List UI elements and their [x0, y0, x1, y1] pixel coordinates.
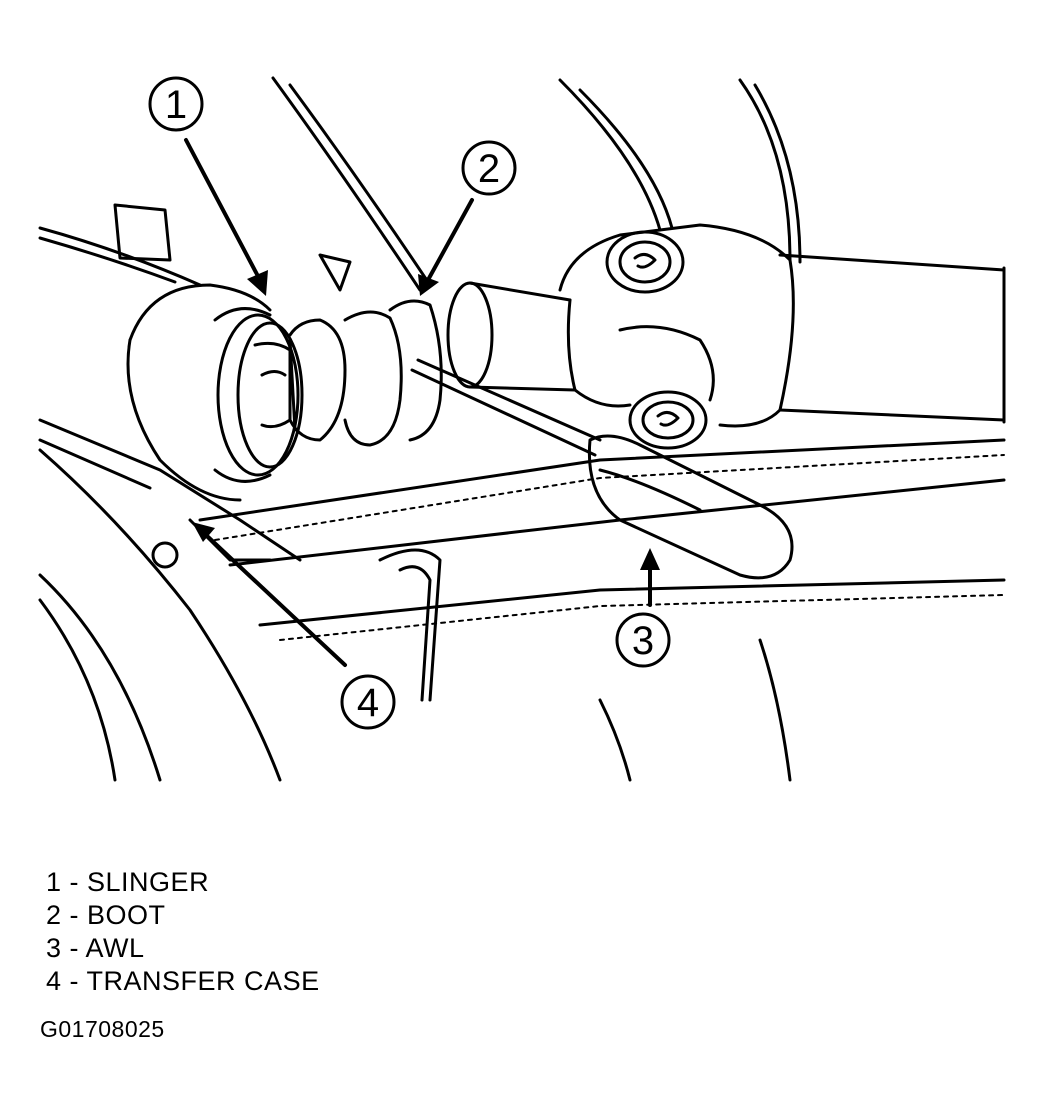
legend-number: 1 — [46, 867, 62, 897]
callout-4-number: 4 — [357, 681, 379, 725]
u-joint — [558, 223, 795, 450]
body-panel-lines — [38, 76, 802, 782]
legend-part: BOOT — [87, 900, 166, 930]
callout-2: 2 — [461, 140, 517, 196]
driveshaft — [446, 253, 1006, 424]
callout-4: 4 — [340, 674, 396, 730]
transfer-case-housing — [113, 203, 352, 569]
legend-part: SLINGER — [87, 867, 210, 897]
leader-arrows — [184, 138, 660, 667]
legend-item: 4 - TRANSFER CASE — [46, 966, 320, 996]
callout-3: 3 — [615, 612, 671, 668]
legend-item: 3 - AWL — [46, 933, 145, 963]
driveshaft-boot-illustration: 1 2 3 4 — [38, 76, 1006, 782]
legend-part: TRANSFER CASE — [86, 966, 320, 996]
callout-1-number: 1 — [165, 83, 187, 127]
legend-item: 2 - BOOT — [46, 900, 166, 930]
legend-number: 4 — [46, 966, 62, 996]
callout-2-number: 2 — [478, 147, 500, 191]
callout-3-number: 3 — [632, 619, 654, 663]
crossmember — [198, 438, 1006, 702]
parts-legend: 1 - SLINGER 2 - BOOT 3 - AWL 4 - TRANSFE… — [46, 866, 320, 998]
figure-id: G01708025 — [40, 1016, 165, 1042]
legend-item: 1 - SLINGER — [46, 867, 210, 897]
slinger — [213, 307, 304, 483]
awl — [410, 358, 794, 580]
boot — [253, 299, 443, 447]
legend-number: 3 — [46, 933, 62, 963]
legend-part: AWL — [85, 933, 145, 963]
callout-1: 1 — [148, 76, 204, 132]
legend-number: 2 — [46, 900, 62, 930]
